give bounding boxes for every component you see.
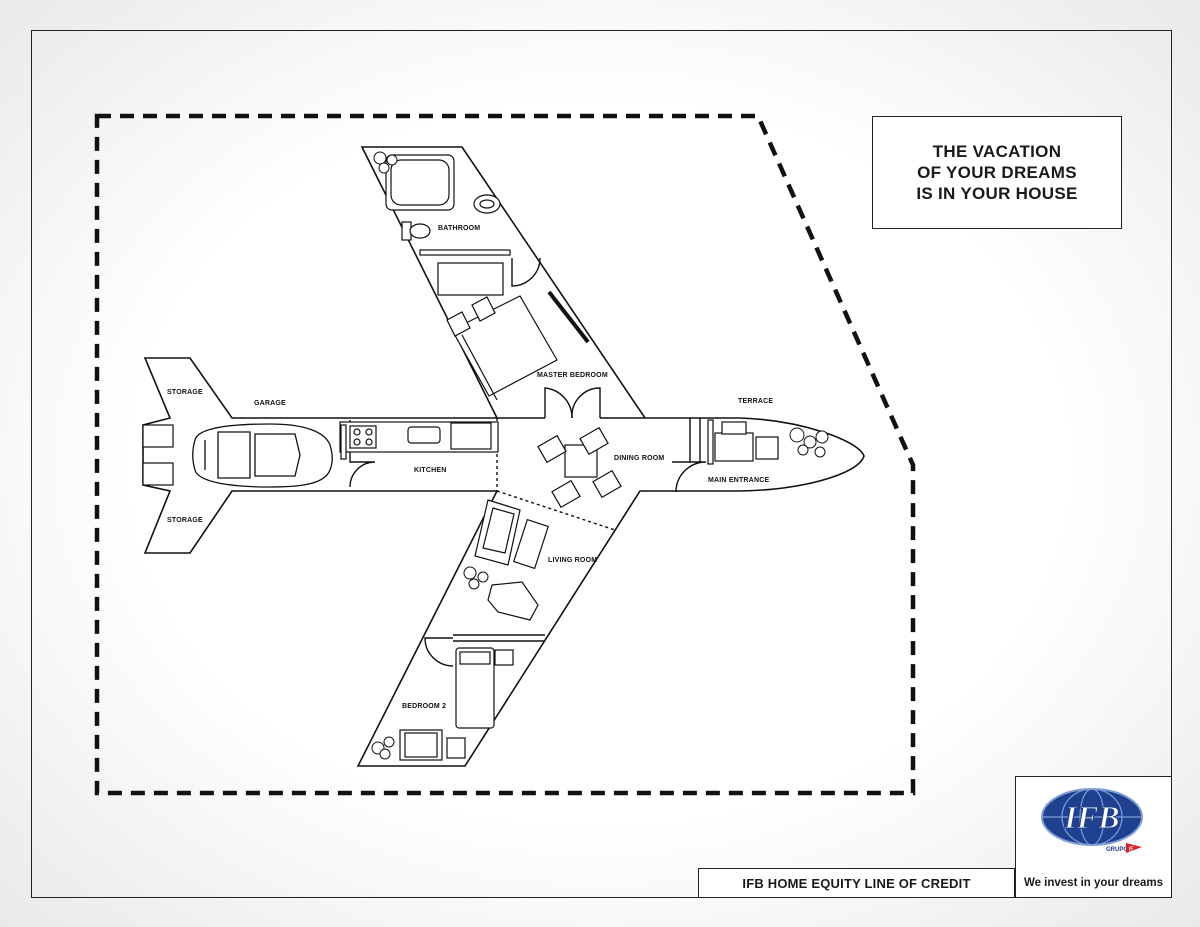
ifb-logo: IFB GRUPO IF	[1041, 788, 1143, 853]
room-label-terrace: TERRACE	[738, 398, 773, 405]
headline-line-3: IS IN YOUR HOUSE	[916, 184, 1078, 203]
room-label-main-entrance: MAIN ENTRANCE	[708, 477, 769, 484]
car-icon	[192, 423, 333, 488]
room-label-bedroom-2: BEDROOM 2	[402, 703, 446, 710]
dining-table-set	[537, 426, 622, 509]
master-bedroom-furniture	[437, 262, 590, 401]
room-label-storage-top: STORAGE	[167, 389, 203, 396]
headline-line-1: THE VACATION	[932, 142, 1062, 161]
bathroom-plant-icon	[373, 151, 398, 174]
living-room-plant-icon	[463, 566, 489, 590]
headline-line-2: OF YOUR DREAMS	[917, 163, 1077, 182]
room-label-dining-room: DINING ROOM	[614, 455, 664, 462]
logo-wordmark: IFB	[1063, 799, 1119, 835]
product-name: IFB HOME EQUITY LINE OF CREDIT	[742, 875, 971, 891]
room-label-garage: GARAGE	[254, 400, 286, 407]
room-label-kitchen: KITCHEN	[414, 467, 447, 474]
airplane-outline	[142, 146, 865, 767]
product-footer: IFB HOME EQUITY LINE OF CREDIT	[698, 868, 1015, 898]
interior-walls	[349, 257, 707, 667]
headline-box: THE VACATION OF YOUR DREAMS IS IN YOUR H…	[872, 116, 1122, 229]
terrace-furniture	[707, 419, 779, 465]
property-boundary	[94, 113, 916, 796]
room-label-bathroom: BATHROOM	[438, 225, 480, 232]
living-room-furniture	[474, 499, 550, 621]
brand-slogan: We invest in your dreams	[1023, 877, 1164, 889]
kitchen-fixtures	[339, 421, 499, 460]
logo-badge: IF	[1129, 847, 1133, 853]
bedroom-2-furniture	[399, 647, 514, 761]
brand-box: IFB GRUPO IF We invest in your dreams	[1015, 776, 1172, 898]
room-label-living-room: LIVING ROOM	[548, 557, 597, 564]
tail-fins	[142, 424, 174, 486]
room-label-storage-bottom: STORAGE	[167, 517, 203, 524]
bathroom-fixtures	[385, 154, 511, 256]
bedroom-2-plant-icon	[371, 736, 395, 760]
logo-submark: GRUPO	[1106, 847, 1128, 853]
drawing-sheet-frame	[31, 30, 1172, 898]
terrace-plant-icon	[789, 427, 829, 458]
room-label-master-bedroom: MASTER BEDROOM	[537, 372, 608, 379]
